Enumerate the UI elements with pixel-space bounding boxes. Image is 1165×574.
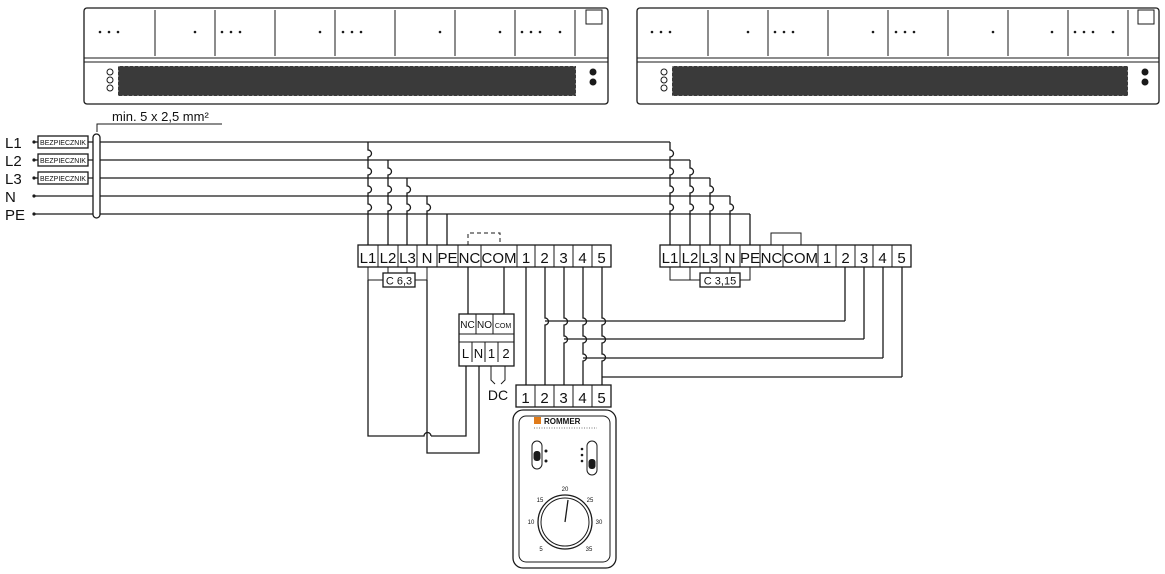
controller-brand-logo: ROMMER <box>534 417 597 429</box>
h1-terminal-3: 3 <box>559 250 567 267</box>
dial-scale-20: 20 <box>562 487 569 493</box>
svg-text:BEZPIECZNIK: BEZPIECZNIK <box>40 140 86 147</box>
dial-scale-10: 10 <box>528 520 535 526</box>
relay-terminal-nc: NC <box>460 320 474 331</box>
bridge-label-heater-1: C 6,3 <box>386 276 412 288</box>
controller-unit: ROMMER 5 10 15 20 25 30 35 <box>512 409 617 569</box>
relay-terminal-2: 2 <box>502 346 509 361</box>
supply-label-pe: PE <box>5 207 25 224</box>
h2-terminal-1: 1 <box>823 250 831 267</box>
dial-scale-5: 5 <box>539 547 543 553</box>
terminal-block-heater-2: L1 L2 L3 N PE NC COM 1 2 3 4 5 <box>659 232 912 268</box>
mode-switch[interactable] <box>531 440 548 470</box>
relay-terminal-l: L <box>462 346 469 361</box>
h2-terminal-3: 3 <box>860 250 868 267</box>
h2-terminal-l3: L3 <box>702 250 719 267</box>
h2-terminal-4: 4 <box>878 250 886 267</box>
supply-label-l3: L3 <box>5 171 22 188</box>
heater-unit-1 <box>83 7 609 105</box>
h2-terminal-5: 5 <box>897 250 905 267</box>
h2-terminal-n: N <box>725 250 736 267</box>
h1-terminal-com: COM <box>482 250 517 267</box>
h2-terminal-nc: NC <box>761 250 783 267</box>
h2-terminal-2: 2 <box>841 250 849 267</box>
ctrl-terminal-3: 3 <box>559 390 567 407</box>
h1-terminal-5: 5 <box>597 250 605 267</box>
bridge-heater-2: C 3,15 <box>669 267 751 288</box>
fuse-l2: BEZPIECZNIK <box>37 153 89 167</box>
h2-terminal-l2: L2 <box>682 250 699 267</box>
cable-bundle <box>92 133 101 219</box>
h1-terminal-pe: PE <box>437 250 457 267</box>
svg-text:BEZPIECZNIK: BEZPIECZNIK <box>40 176 86 183</box>
controller-wiring <box>525 267 903 385</box>
dial-scale-15: 15 <box>537 498 544 504</box>
h1-terminal-n: N <box>422 250 433 267</box>
h2-terminal-l1: L1 <box>662 250 679 267</box>
relay-terminal-com: COM <box>495 323 512 330</box>
h1-terminal-1: 1 <box>522 250 530 267</box>
wire-spec: min. 5 x 2,5 mm² <box>96 109 222 132</box>
fan-speed-switch[interactable] <box>580 440 598 476</box>
bridge-heater-1: C 6,3 <box>367 267 428 288</box>
h1-terminal-4: 4 <box>578 250 586 267</box>
dial-scale-25: 25 <box>587 498 594 504</box>
relay-terminal-no: NO <box>477 320 492 331</box>
temperature-dial[interactable]: 5 10 15 20 25 30 35 <box>528 487 603 553</box>
h1-terminal-nc: NC <box>459 250 481 267</box>
h1-terminal-2: 2 <box>540 250 548 267</box>
terminal-block-heater-1: L1 L2 L3 N PE NC COM 1 2 3 4 5 <box>357 232 612 268</box>
wire-spec-label: min. 5 x 2,5 mm² <box>112 109 209 124</box>
relay-terminal-1: 1 <box>488 346 495 361</box>
relay-dc-label: DC <box>488 387 508 403</box>
ctrl-terminal-4: 4 <box>578 390 586 407</box>
supply-label-l2: L2 <box>5 153 22 170</box>
supply-label-l1: L1 <box>5 135 22 152</box>
h1-terminal-l3: L3 <box>399 250 416 267</box>
relay-module: NC NO COM L N 1 2 DC <box>458 313 515 403</box>
ctrl-terminal-5: 5 <box>597 390 605 407</box>
ctrl-terminal-2: 2 <box>540 390 548 407</box>
bridge-label-heater-2: C 3,15 <box>704 276 736 288</box>
fuse-l3: BEZPIECZNIK <box>37 171 89 185</box>
svg-text:BEZPIECZNIK: BEZPIECZNIK <box>40 158 86 165</box>
heater-1-feed <box>367 142 448 245</box>
ctrl-terminal-1: 1 <box>521 390 529 407</box>
svg-text:ROMMER: ROMMER <box>544 417 581 426</box>
heater-unit-2 <box>636 7 1160 105</box>
relay-wiring <box>367 267 505 454</box>
dial-scale-35: 35 <box>586 547 593 553</box>
dial-scale-30: 30 <box>596 520 603 526</box>
h1-terminal-l2: L2 <box>380 250 397 267</box>
h2-terminal-com: COM <box>783 250 818 267</box>
relay-terminal-n: N <box>474 346 483 361</box>
controller-terminal-block: 1 2 3 4 5 <box>515 384 612 408</box>
heater-2-feed <box>669 142 751 245</box>
supply-label-n: N <box>5 189 16 206</box>
h1-terminal-l1: L1 <box>360 250 377 267</box>
h2-terminal-pe: PE <box>740 250 760 267</box>
supply-lines: L1 L2 L3 N PE BEZPIECZNIK BEZPIECZNIK BE… <box>5 133 750 224</box>
fuse-l1: BEZPIECZNIK <box>37 135 89 149</box>
